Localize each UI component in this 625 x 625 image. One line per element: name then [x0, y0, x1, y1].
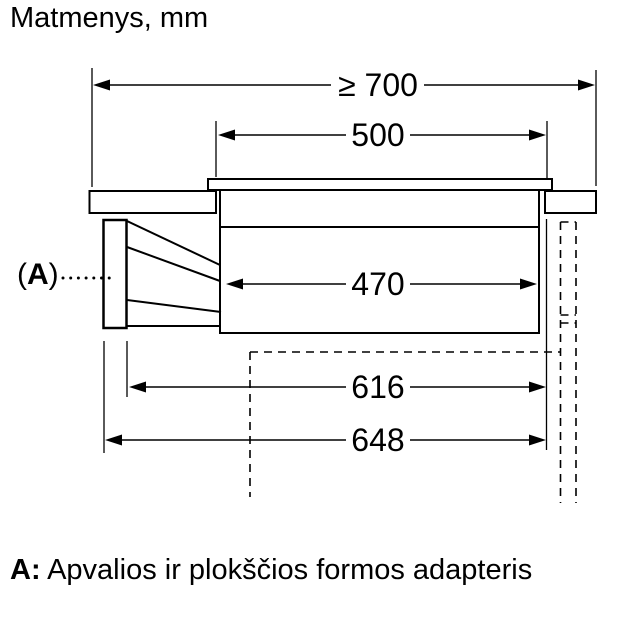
- dimension-label-616: 616: [351, 369, 404, 405]
- duct-adapter: [102, 218, 222, 330]
- arrow-left-icon: [218, 129, 235, 141]
- arrow-right-icon: [529, 381, 546, 393]
- dimension-700: ≥ 700: [91, 67, 597, 187]
- callout-paren-close: ): [48, 258, 59, 291]
- worktop-hatched-left: [88, 190, 217, 214]
- dimension-label-648: 648: [351, 422, 404, 458]
- callout-paren-open: (: [17, 258, 27, 291]
- adapter-flange: [102, 218, 128, 330]
- dimension-500: 500: [215, 117, 548, 178]
- arrow-right-icon: [520, 278, 537, 290]
- appliance-body: [219, 189, 540, 334]
- page-title: Matmenys, mm: [10, 2, 209, 34]
- arrow-left-icon: [226, 278, 243, 290]
- arrow-left-icon: [93, 79, 110, 91]
- clearance-dashed-outline: [249, 351, 560, 497]
- callout-letter: A: [27, 258, 49, 291]
- arrow-right-icon: [578, 79, 595, 91]
- adapter-funnel-line: [126, 220, 221, 266]
- dimension-label-470: 470: [351, 266, 404, 302]
- dimension-470: 470: [226, 266, 537, 302]
- part-callout-A: (A): [17, 260, 59, 290]
- footnote-text: Apvalios ir plokščios formos adapteris: [47, 554, 533, 586]
- footnote: A: Apvalios ir plokščios formos adapteri…: [10, 556, 532, 585]
- adapter-funnel-line: [126, 299, 222, 313]
- arrow-right-icon: [529, 129, 546, 141]
- arrow-right-icon: [529, 434, 546, 446]
- dimension-label-500: 500: [351, 117, 404, 153]
- arrow-left-icon: [105, 434, 122, 446]
- body-outline: [219, 189, 540, 334]
- footnote-label: A:: [10, 554, 41, 586]
- cooktop-plate: [207, 178, 553, 191]
- dimension-616: 616: [126, 341, 546, 405]
- dimension-label-700: ≥ 700: [338, 67, 418, 103]
- adapter-funnel-line: [126, 246, 221, 282]
- arrow-left-icon: [129, 381, 146, 393]
- rear-duct-dashed: [559, 221, 577, 503]
- worktop-hatched-right: [544, 190, 597, 214]
- dimension-648: 648: [103, 341, 546, 458]
